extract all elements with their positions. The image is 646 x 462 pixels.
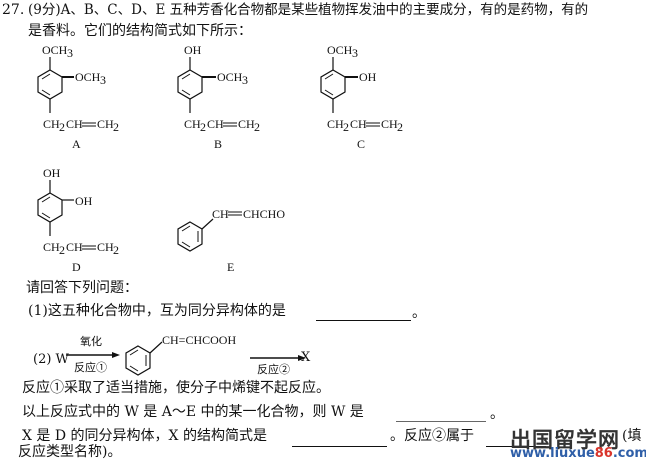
question-intro-line1: (9分)A、B、C、D、E 五种芳香化合物都是某些植物挥发油中的主要成分，有的是… <box>28 2 589 18</box>
svg-text:OCH: OCH <box>217 70 243 84</box>
x-answer-blank[interactable] <box>292 446 387 447</box>
w-answer-blank[interactable] <box>396 421 486 422</box>
svg-text:CH: CH <box>43 240 60 254</box>
svg-text:CH: CH <box>184 117 201 131</box>
svg-text:3: 3 <box>242 73 248 87</box>
q1-text: (1)这五种化合物中，互为同分异构体的是 <box>28 303 286 319</box>
svg-text:CH: CH <box>66 240 83 254</box>
svg-text:OH: OH <box>184 43 202 57</box>
compound-label-d: D <box>72 260 81 274</box>
question-intro-line2: 是香料。它们的结构简式如下所示： <box>28 23 252 39</box>
watermark-url: www.liuxue86.com <box>510 446 646 461</box>
svg-text:CH: CH <box>350 117 367 131</box>
compound-label-e: E <box>227 260 234 274</box>
arrow1-bottom-label: 反应① <box>74 361 107 374</box>
q2-note: 反应①采取了适当措施，使分子中烯键不起反应。 <box>22 380 330 396</box>
svg-text:OH: OH <box>359 70 377 84</box>
q2-x-mid: 。反应②属于 <box>390 428 474 444</box>
svg-text:CH: CH <box>212 207 229 221</box>
svg-text:2: 2 <box>113 120 119 134</box>
svg-text:CHCHO: CHCHO <box>243 207 285 221</box>
svg-text:3: 3 <box>67 46 73 60</box>
compound-label-b: B <box>214 137 222 151</box>
q2-prefix: (2) W <box>33 352 69 367</box>
question-number: 27. <box>2 2 25 18</box>
svg-text:2: 2 <box>113 243 119 257</box>
svg-text:2: 2 <box>59 243 65 257</box>
product-side-chain: CH=CHCOOH <box>162 333 237 347</box>
svg-text:OCH: OCH <box>327 43 353 57</box>
svg-text:3: 3 <box>352 46 358 60</box>
svg-text:OCH: OCH <box>42 43 68 57</box>
svg-text:OH: OH <box>75 194 93 208</box>
cinnamic-acid-structure <box>125 341 163 376</box>
reaction-arrow-2 <box>250 355 306 361</box>
product-x: X <box>301 350 311 365</box>
arrow2-bottom-label: 反应② <box>257 363 290 376</box>
compound-label-a: A <box>72 137 81 151</box>
svg-text:CH: CH <box>97 117 114 131</box>
svg-text:CH: CH <box>66 117 83 131</box>
questions-prompt: 请回答下列问题： <box>26 280 138 296</box>
q2-w-end: 。 <box>490 406 504 422</box>
svg-text:2: 2 <box>200 120 206 134</box>
svg-text:3: 3 <box>100 73 106 87</box>
q1-answer-blank[interactable] <box>316 320 411 321</box>
reaction-type-blank[interactable] <box>486 446 546 447</box>
svg-text:CH: CH <box>207 117 224 131</box>
q2-w-line: 以上反应式中的 W 是 A～E 中的某一化合物，则 W 是 <box>22 404 364 420</box>
svg-text:CH: CH <box>238 117 255 131</box>
arrow1-top-label: 氧化 <box>80 335 102 348</box>
q2-last-line: 反应类型名称)。 <box>18 444 122 460</box>
svg-text:OH: OH <box>43 166 61 180</box>
svg-text:CH: CH <box>43 117 60 131</box>
reaction-arrow-1 <box>66 352 120 358</box>
q1-end: 。 <box>412 305 426 321</box>
svg-text:CH: CH <box>97 240 114 254</box>
watermark-logo-text: 出国留学网 <box>510 428 620 452</box>
svg-text:CH: CH <box>327 117 344 131</box>
svg-text:2: 2 <box>254 120 260 134</box>
compound-label-c: C <box>357 137 365 151</box>
q2-x-line: X 是 D 的同分异构体，X 的结构简式是 <box>22 428 267 444</box>
q2-x-end: (填 <box>622 428 642 444</box>
svg-text:CH: CH <box>381 117 398 131</box>
svg-text:2: 2 <box>397 120 403 134</box>
compound-e-structure: CH CHCHO E <box>177 207 285 274</box>
svg-text:OCH: OCH <box>75 70 101 84</box>
svg-text:2: 2 <box>343 120 349 134</box>
svg-text:2: 2 <box>59 120 65 134</box>
